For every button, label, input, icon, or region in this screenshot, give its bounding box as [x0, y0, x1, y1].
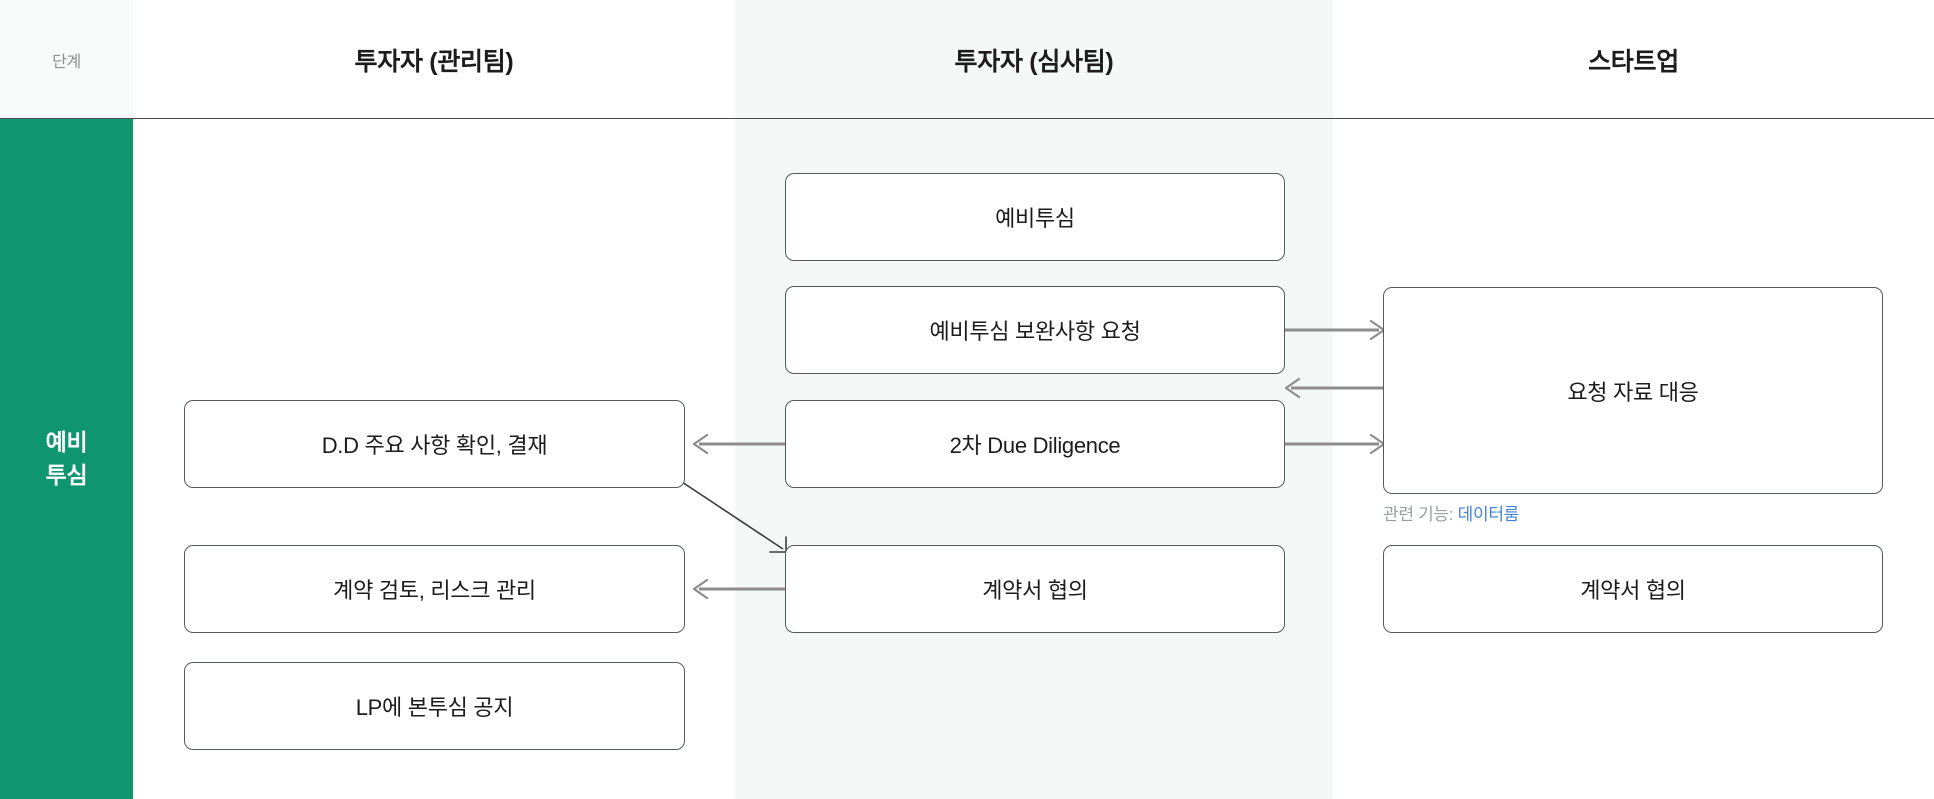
- header-divider: [0, 118, 1934, 119]
- stage-label-preliminary-review: 예비 투심: [0, 119, 133, 799]
- stage-header-background: [0, 0, 133, 119]
- stage-label-line2: 투심: [45, 462, 88, 488]
- connector-seconddd-to-response: [1285, 433, 1386, 455]
- node-dd-approval[interactable]: D.D 주요 사항 확인, 결재: [184, 400, 685, 488]
- connector-seconddd-to-ddapproval: [692, 433, 785, 455]
- node-material-response[interactable]: 요청 자료 대응: [1383, 287, 1883, 494]
- column-header-review: 투자자 (심사팀): [954, 47, 1114, 76]
- node-second-due-diligence[interactable]: 2차 Due Diligence: [785, 400, 1285, 488]
- connector-contractnego-to-contractreview: [692, 578, 785, 600]
- connector-ddapproval-to-contractnego: [681, 481, 787, 553]
- node-contract-negotiation-startup[interactable]: 계약서 협의: [1383, 545, 1883, 633]
- column-header-startup: 스타트업: [1588, 47, 1679, 76]
- node-lp-notice[interactable]: LP에 본투심 공지: [184, 662, 685, 750]
- connector-supplement-to-response: [1285, 319, 1386, 341]
- column-header-manage: 투자자 (관리팀): [354, 47, 514, 76]
- review-column-background: [735, 0, 1333, 799]
- node-pre-review-supplement[interactable]: 예비투심 보완사항 요청: [785, 286, 1285, 374]
- note-prefix: 관련 기능:: [1383, 505, 1458, 524]
- stage-column-background: [0, 119, 133, 799]
- node-contract-negotiation[interactable]: 계약서 협의: [785, 545, 1285, 633]
- node-pre-review[interactable]: 예비투심: [785, 173, 1285, 261]
- table-header-row: 단계 투자자 (관리팀) 투자자 (심사팀) 스타트업: [0, 0, 1934, 119]
- note-related-feature-dataroom: 관련 기능: 데이터룸: [1383, 500, 1519, 525]
- dataroom-link[interactable]: 데이터룸: [1457, 505, 1520, 524]
- connector-response-to-review: [1284, 377, 1383, 399]
- node-contract-review[interactable]: 계약 검토, 리스크 관리: [184, 545, 685, 633]
- stage-label-line1: 예비: [45, 428, 88, 455]
- column-header-stage: 단계: [52, 53, 81, 71]
